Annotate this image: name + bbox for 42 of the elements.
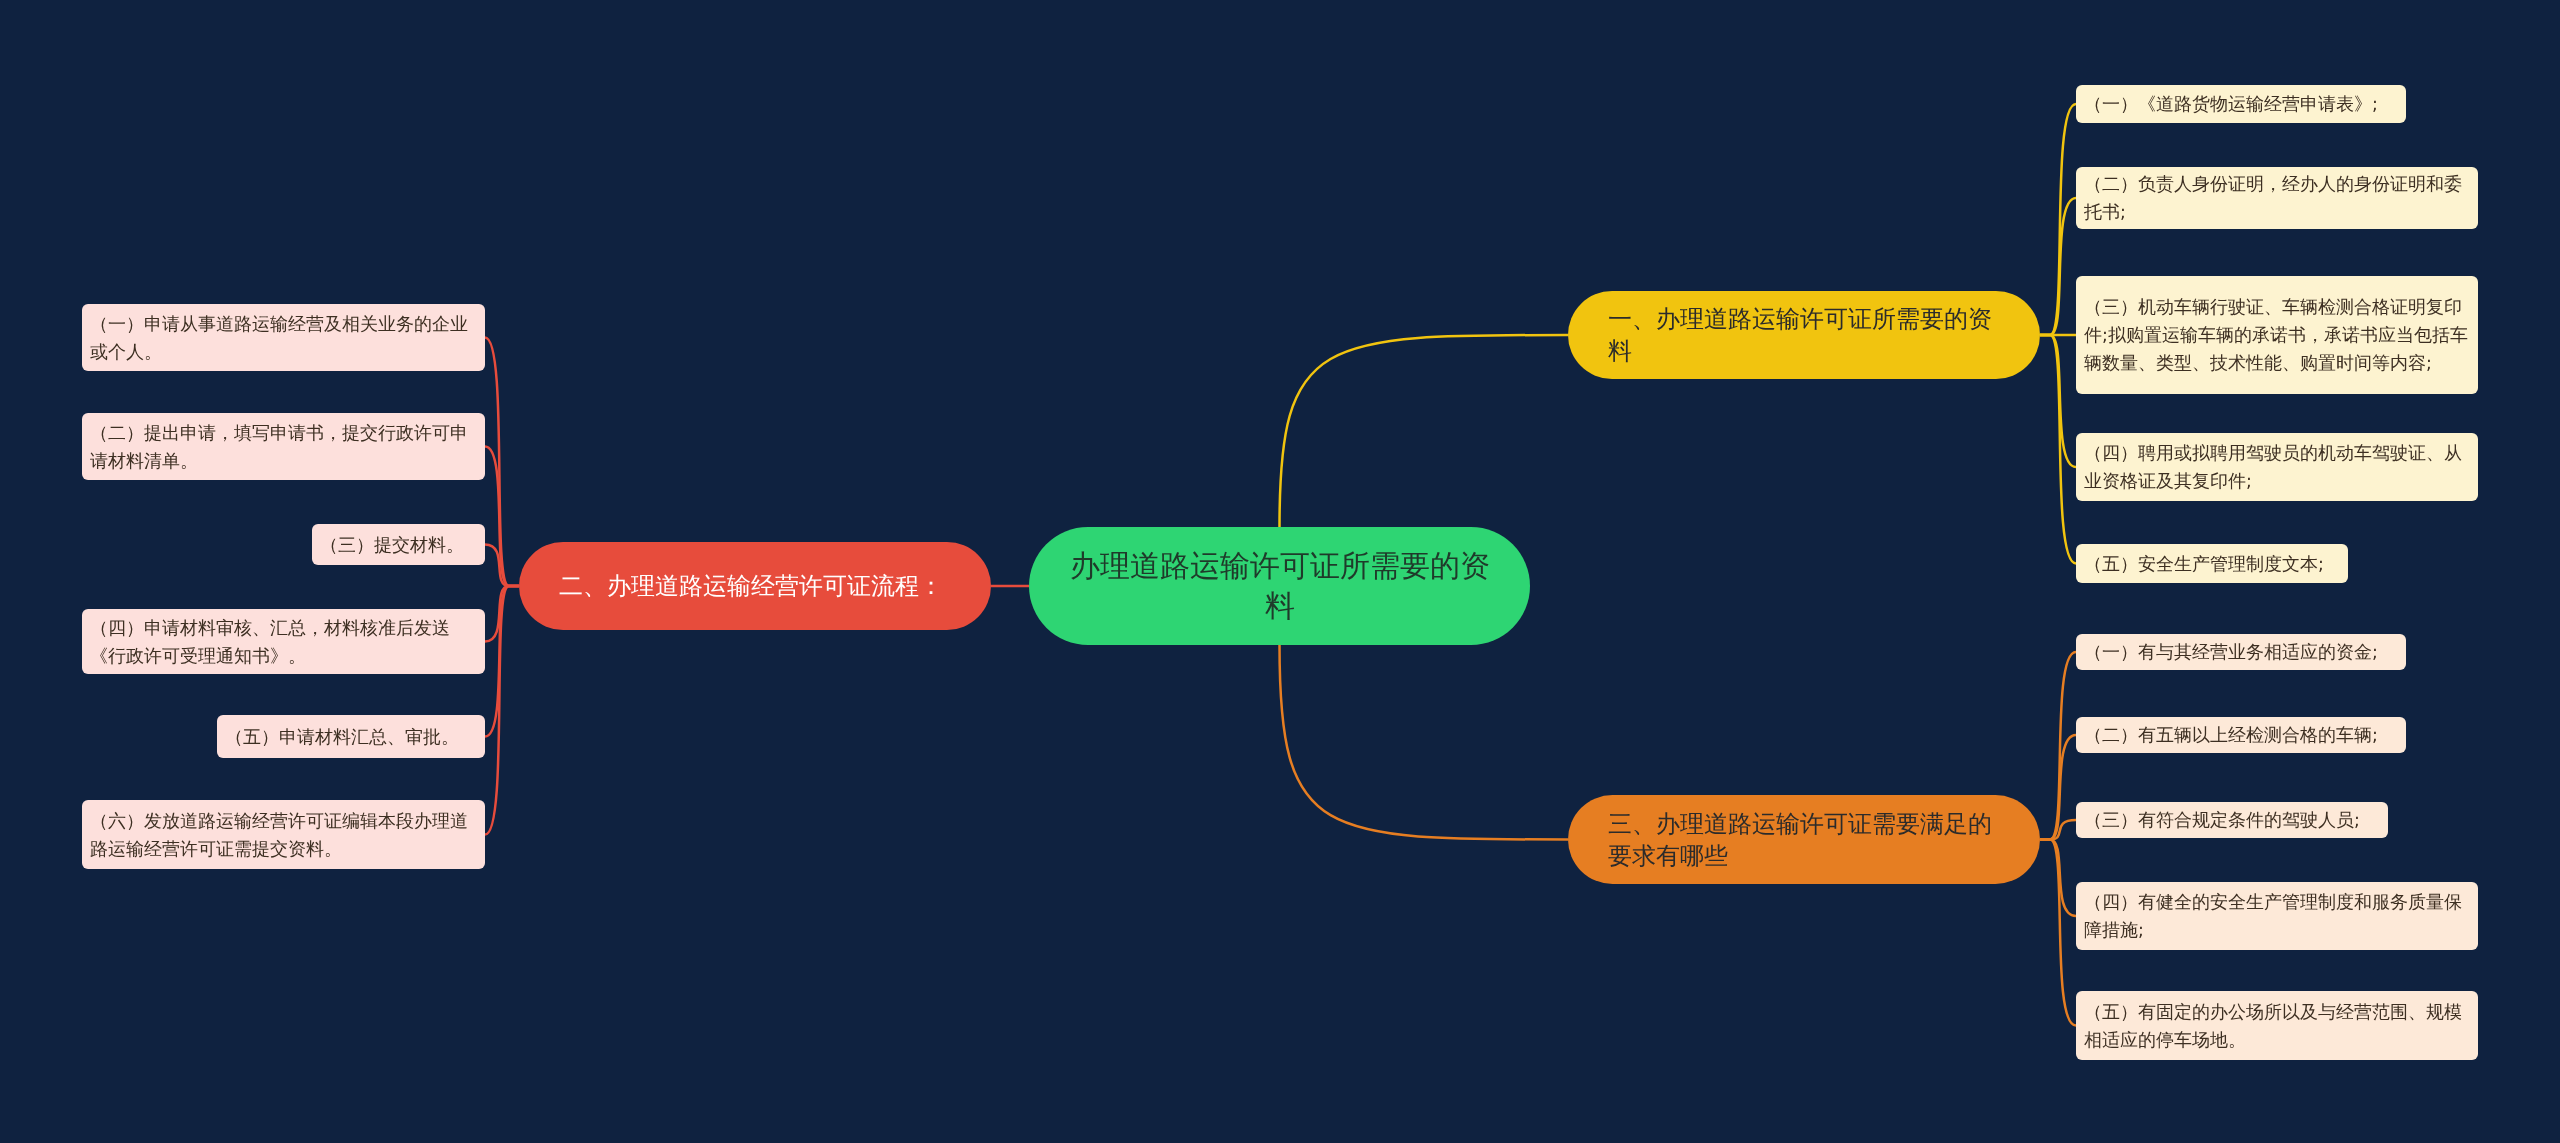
- subtopic-text: （三）有符合规定条件的驾驶人员;: [2084, 809, 2361, 832]
- subtopic-text: （六）发放道路运输经营许可证编辑本段办理道路运输经营许可证需提交资料。: [90, 809, 469, 861]
- connector-line: [1278, 644, 1568, 841]
- subtopic-card: [312, 524, 485, 565]
- branch-topic-text: 三、办理道路运输许可证需要满足的要求有哪些: [1608, 808, 1993, 872]
- subtopic-card: [82, 609, 485, 674]
- subtopic-text: （二）提出申请，填写申请书，提交行政许可申请材料清单。: [90, 421, 469, 473]
- subtopic-text: （一）申请从事道路运输经营及相关业务的企业或个人。: [90, 312, 469, 364]
- branch-topic-text: 二、办理道路运输经营许可证流程：: [559, 571, 944, 602]
- connector-line: [2040, 838, 2077, 1027]
- connector-line: [2040, 333, 2077, 565]
- subtopic-text: （一）《道路货物运输经营申请表》;: [2084, 93, 2379, 116]
- subtopic-text: （四）有健全的安全生产管理制度和服务质量保障措施;: [2084, 891, 2463, 942]
- subtopic-text: （四）聘用或拟聘用驾驶员的机动车驾驶证、从业资格证及其复印件;: [2084, 442, 2463, 493]
- subtopic-text: （三）机动车辆行驶证、车辆检测合格证明复印件;拟购置运输车辆的承诺书，承诺书应当包括车辆数量、类型、技术性能、购置时间等内容;: [2084, 296, 2469, 375]
- subtopic-card: [2076, 717, 2406, 753]
- central-topic-text: 办理道路运输许可证所需要的资料: [1069, 547, 1490, 625]
- subtopic-text: （一）有与其经营业务相适应的资金;: [2084, 641, 2379, 664]
- subtopic-card: [82, 304, 485, 371]
- connector-line: [991, 584, 1029, 588]
- subtopic-text: （三）提交材料。: [320, 533, 465, 557]
- subtopic-text: （二）有五辆以上经检测合格的车辆;: [2084, 724, 2379, 747]
- subtopic-text: （五）安全生产管理制度文本;: [2084, 552, 2325, 576]
- connector-line: [1278, 333, 1568, 528]
- subtopic-card: [2076, 544, 2348, 583]
- subtopic-card: [2076, 433, 2478, 501]
- subtopic-card: [82, 413, 485, 480]
- subtopic-text: （五）申请材料汇总、审批。: [225, 725, 460, 749]
- subtopic-card: [2076, 634, 2406, 670]
- subtopic-card: [2076, 276, 2478, 394]
- subtopic-card: [82, 800, 485, 869]
- connector-line: [484, 584, 519, 836]
- subtopic-text: （五）有固定的办公场所以及与经营范围、规模相适应的停车场地。: [2084, 1000, 2463, 1052]
- subtopic-card: [2076, 802, 2388, 838]
- branch-topic-text: 一、办理道路运输许可证所需要的资料: [1608, 304, 1993, 367]
- subtopic-card: [217, 715, 485, 758]
- subtopic-card: [2076, 991, 2478, 1060]
- subtopic-text: （二）负责人身份证明，经办人的身份证明和委托书;: [2084, 173, 2463, 224]
- subtopic-card: [2076, 85, 2406, 123]
- subtopic-card: [2076, 167, 2478, 229]
- subtopic-card: [2076, 882, 2478, 950]
- subtopic-text: （四）申请材料审核、汇总，材料核准后发送《行政许可受理通知书》。: [90, 616, 451, 668]
